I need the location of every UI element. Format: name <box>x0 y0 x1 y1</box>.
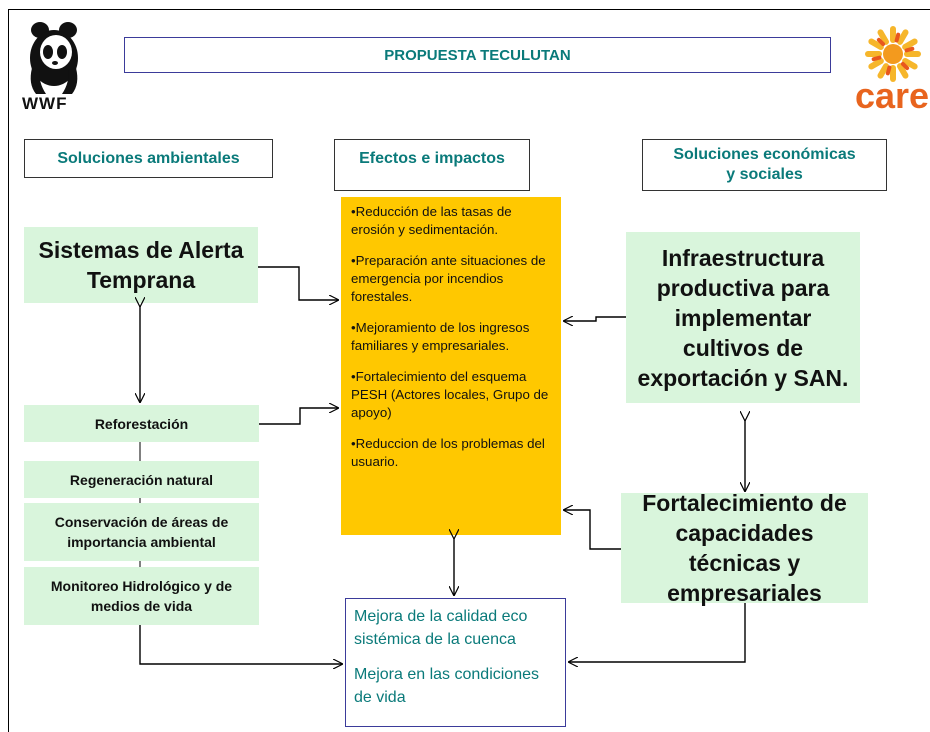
page-title: PROPUESTA TECULUTAN <box>124 37 831 73</box>
care-logo: care <box>855 22 930 122</box>
wwf-logo-text: WWF <box>22 94 68 113</box>
box-sistemas-alerta-temprana: Sistemas de Alerta Temprana <box>24 227 258 303</box>
box-efectos-impactos-list: •Reducción de las tasas de erosión y sed… <box>341 197 561 535</box>
arrow-reforestacion-to-efectos <box>259 408 338 425</box>
frame-top-line <box>8 9 930 10</box>
arrow-fortalecimiento-to-outcome <box>569 603 746 662</box>
effect-item: •Reduccion de los problemas del usuario. <box>351 436 545 469</box>
effect-item: •Preparación ante situaciones de emergen… <box>351 253 546 304</box>
box-regeneracion-natural: Regeneración natural <box>24 461 259 498</box>
effect-item: •Reducción de las tasas de erosión y sed… <box>351 204 512 237</box>
outcome-item: Mejora en las condiciones de vida <box>354 666 539 706</box>
effect-item: •Fortalecimiento del esquema PESH (Actor… <box>351 369 549 420</box>
arrow-fortalecimiento-to-efectos <box>564 510 621 550</box>
arrow-infraestructura-to-efectos <box>564 317 626 321</box>
header-efectos-impactos: Efectos e impactos <box>334 139 530 191</box>
arrow-alerta-to-efectos <box>258 266 338 300</box>
arrow-monitoreo-to-outcome <box>139 625 342 664</box>
frame-left-line <box>8 9 9 732</box>
box-infraestructura-productiva: Infraestructura productiva para implemen… <box>626 232 860 403</box>
box-monitoreo-hidrologico: Monitoreo Hidrológico y de medios de vid… <box>24 567 259 625</box>
header-soluciones-ambientales: Soluciones ambientales <box>24 139 273 178</box>
effect-item: •Mejoramiento de los ingresos familiares… <box>351 320 530 353</box>
header-soluciones-economicas: Soluciones económicas y sociales <box>642 139 887 191</box>
outcome-item: Mejora de la calidad eco sistémica de la… <box>354 608 528 648</box>
box-conservacion-areas: Conservación de áreas de importancia amb… <box>24 503 259 561</box>
box-mejora-calidad: Mejora de la calidad eco sistémica de la… <box>345 598 566 727</box>
care-hands-icon <box>865 26 921 82</box>
panda-icon <box>30 22 78 94</box>
care-logo-text: care <box>855 75 930 116</box>
wwf-logo: WWF <box>18 18 88 118</box>
box-reforestacion: Reforestación <box>24 405 259 442</box>
box-fortalecimiento-capacidades: Fortalecimiento de capacidades técnicas … <box>621 490 868 606</box>
